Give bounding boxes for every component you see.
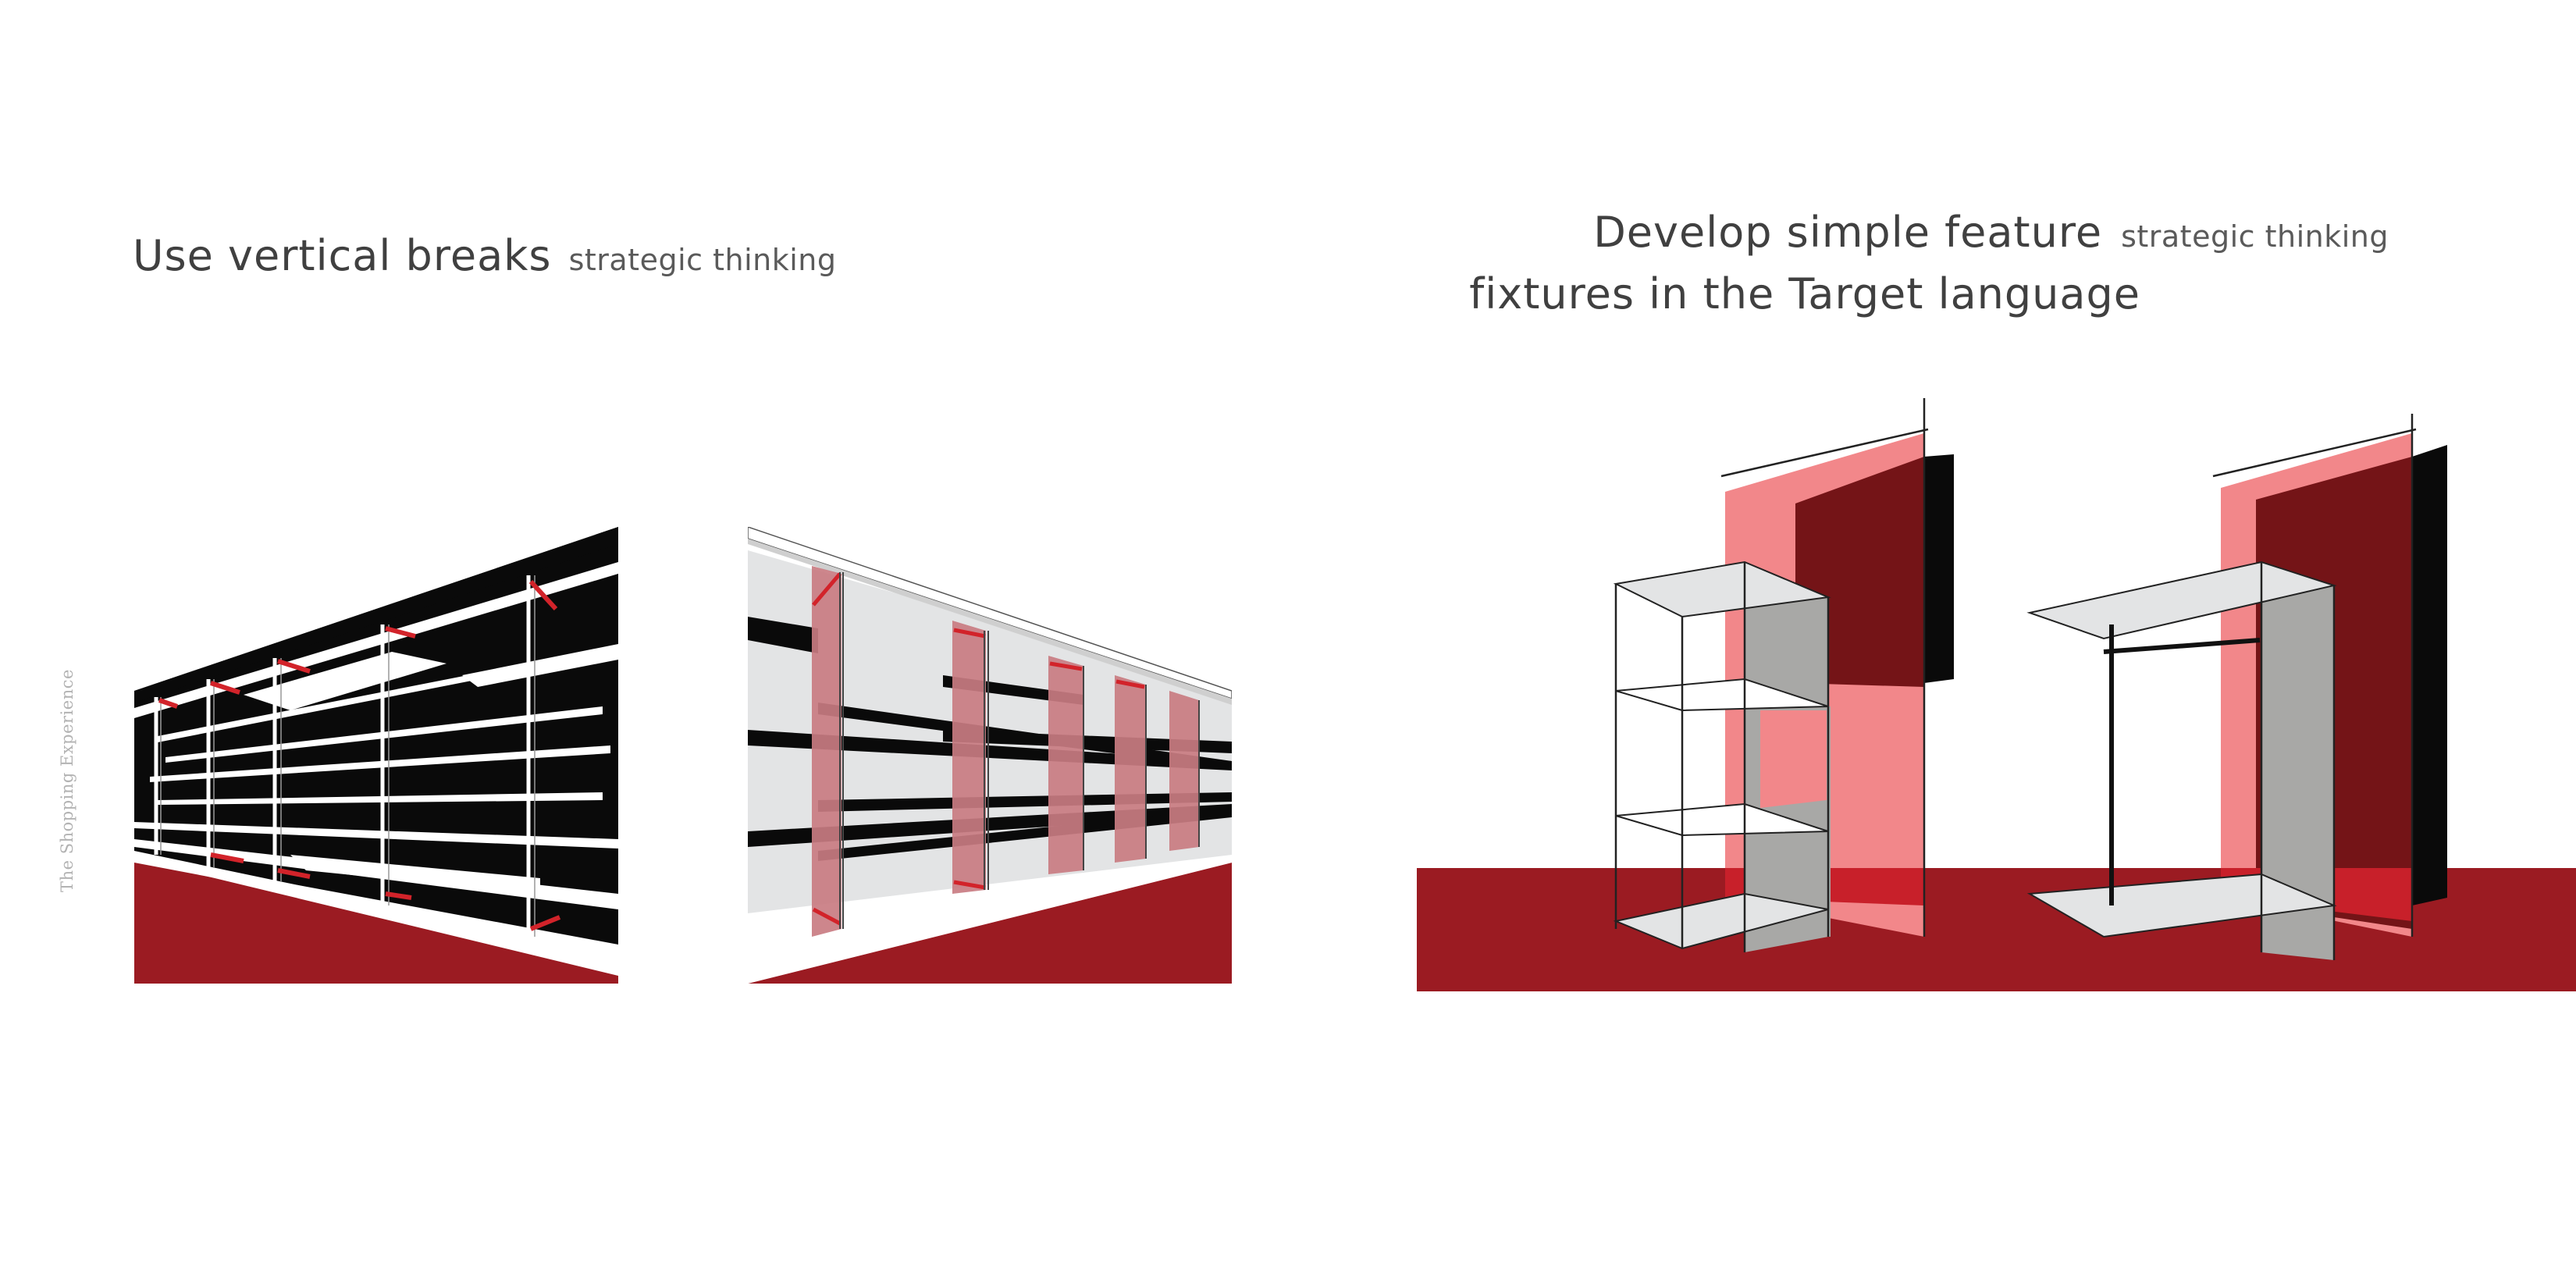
shelving-after-illustration (748, 527, 1232, 984)
feature-fixtures-illustration (1417, 398, 2576, 991)
feature-fixture-shelves-illustration (1613, 398, 1954, 952)
shelving-before-illustration (134, 527, 618, 984)
left-section-heading: Use vertical breaks strategic thinking (133, 231, 837, 280)
right-section-heading: Develop simple feature strategic thinking… (1469, 207, 2389, 330)
right-title-line2: fixtures in the Target language (1469, 269, 2140, 318)
right-subtitle: strategic thinking (2121, 219, 2389, 254)
spine-label: The Shopping Experience (58, 669, 76, 892)
left-title: Use vertical breaks (133, 231, 552, 280)
right-title-line1: Develop simple feature (1593, 208, 2103, 257)
feature-fixture-rack-illustration (2026, 414, 2447, 960)
left-subtitle: strategic thinking (568, 243, 837, 277)
